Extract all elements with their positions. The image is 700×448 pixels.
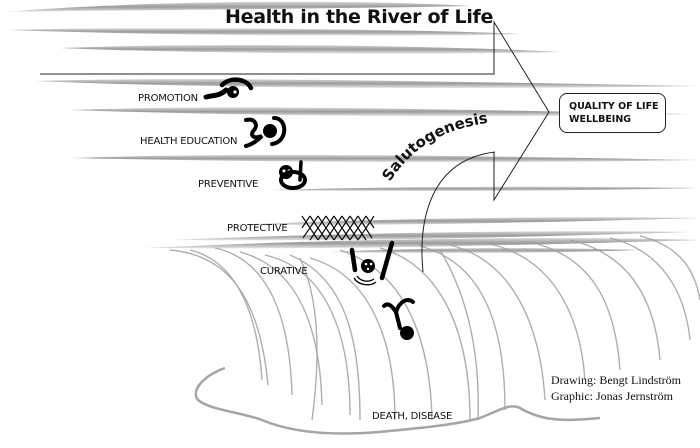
credit-drawing: Drawing: Bengt Lindström (551, 373, 681, 387)
falling-person-icon (382, 298, 415, 340)
goal-line-2: WELLBEING (569, 114, 632, 125)
stage-label-protective: PROTECTIVE (227, 223, 288, 234)
salutogenesis-curve (421, 151, 496, 273)
goal-line-1: QUALITY OF LIFE (569, 101, 659, 112)
stage-label-promotion: PROMOTION (138, 93, 198, 104)
swimmer-icon (203, 77, 254, 100)
stage-label-health-education: HEALTH EDUCATION (140, 136, 238, 147)
swimmer-lifebuoy-icon (279, 160, 307, 190)
salutogenesis-arrow (40, 20, 550, 202)
drowning-person-icon (349, 240, 395, 286)
safety-net-icon (301, 215, 375, 241)
bottom-label-death-disease: DEATH, DISEASE (372, 411, 453, 422)
stage-label-curative: CURATIVE (260, 266, 308, 277)
river-streaks (5, 1, 700, 254)
diagram-title: Health in the River of Life (225, 6, 494, 28)
stage-label-preventive: PREVENTIVE (198, 179, 259, 190)
credits: Drawing: Bengt Lindström Graphic: Jonas … (551, 372, 681, 404)
waterfall (169, 235, 700, 421)
waterfall-base (194, 366, 601, 435)
credit-graphic: Graphic: Jonas Jernström (551, 389, 673, 403)
swimmer-learning-icon (244, 116, 287, 148)
goal-box: QUALITY OF LIFE WELLBEING (559, 93, 666, 133)
